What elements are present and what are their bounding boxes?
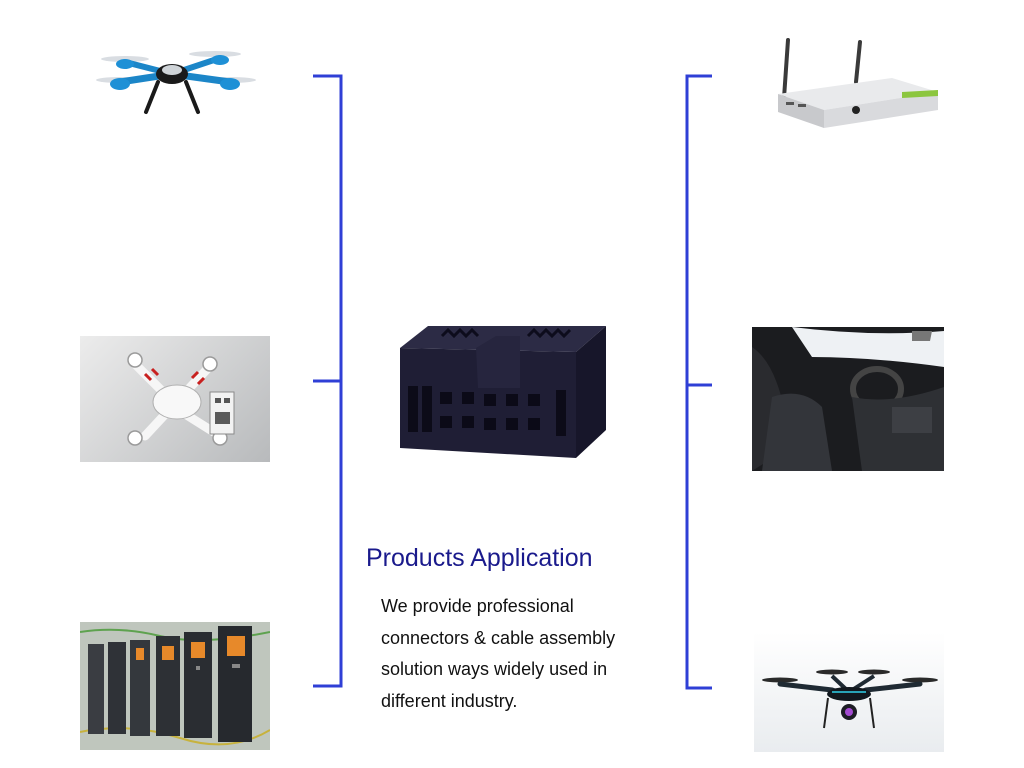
- white-drone-image: [80, 336, 270, 462]
- inverter-cabinet-image: [80, 622, 270, 750]
- idc-connector-image: [348, 288, 672, 528]
- left-bracket: [308, 72, 348, 692]
- car-interior-image: [752, 327, 944, 471]
- page-title: Products Application: [366, 544, 593, 572]
- tv-box-image: [772, 12, 944, 144]
- description-text: We provide professional connectors & cab…: [381, 596, 616, 711]
- blue-quadcopter-drone-image: [80, 12, 268, 136]
- right-bracket: [682, 72, 722, 696]
- camera-drone-image: [754, 632, 944, 752]
